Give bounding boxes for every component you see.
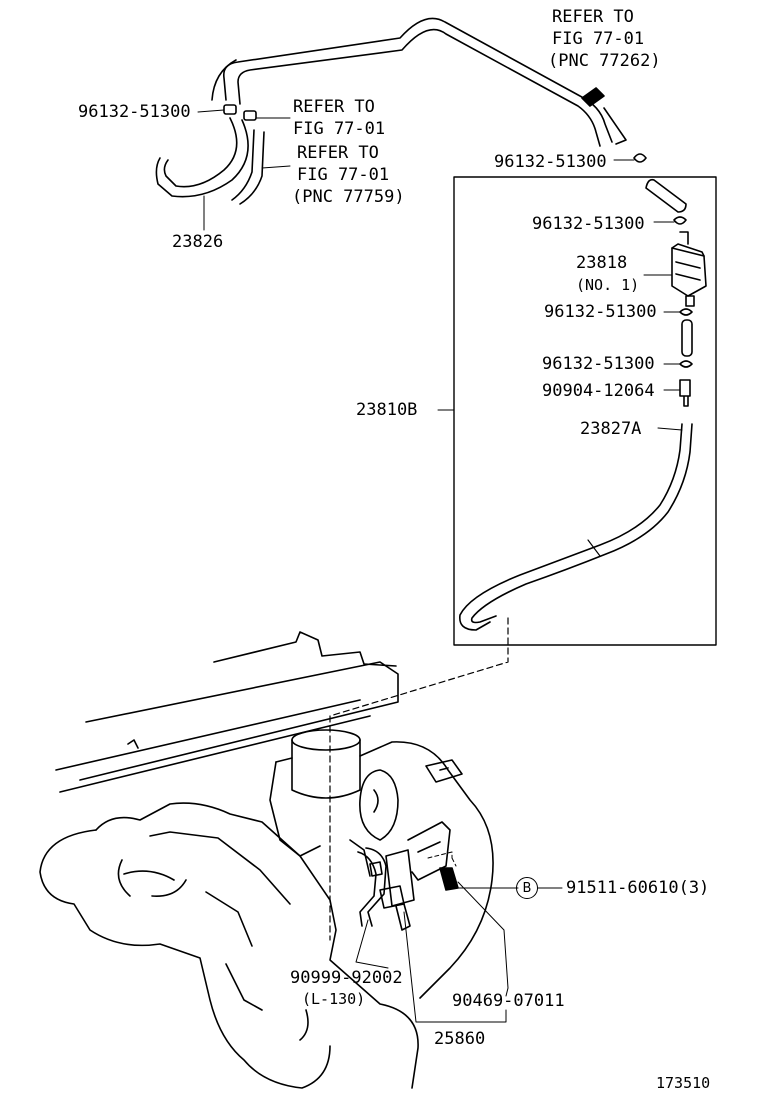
label-valve-23818: 23818 — [576, 253, 628, 273]
figure-number: 173510 — [656, 1074, 711, 1092]
vsv-hoses — [459, 153, 707, 631]
label-assy-23810b: 23810B — [356, 400, 418, 420]
label-clamp-r1: 96132-51300 — [494, 152, 607, 172]
vsv-bracket — [357, 821, 459, 931]
label-clamp-left: 96132-51300 — [78, 102, 191, 122]
label-hose-23826: 23826 — [172, 232, 224, 252]
label-clamp-90999: 90999-92002 — [290, 968, 403, 988]
vacuum-pipes — [211, 17, 627, 147]
label-clamp-90999-length: (L-130) — [302, 990, 366, 1008]
assembly-box-23810b — [453, 176, 717, 646]
bolt-callout-circle: B — [516, 877, 538, 899]
throttle-body — [269, 729, 494, 999]
hose-23826 — [155, 117, 291, 231]
refer-mid-b-line2: FIG 77-01 — [297, 165, 390, 185]
refer-mid-b-line3: (PNC 77759) — [292, 187, 405, 207]
label-clamp-r2: 96132-51300 — [532, 214, 645, 234]
label-hose-23827a: 23827A — [580, 419, 642, 439]
label-clamp-r3: 96132-51300 — [544, 302, 657, 322]
refer-top-line2: FIG 77-01 — [552, 29, 645, 49]
label-clamp-r4: 96132-51300 — [542, 354, 655, 374]
label-part-90904: 90904-12064 — [542, 381, 655, 401]
leader-lines — [355, 851, 563, 1023]
label-part-25860: 25860 — [434, 1029, 486, 1049]
refer-mid-a-line2: FIG 77-01 — [293, 119, 386, 139]
refer-top-line3: (PNC 77262) — [548, 51, 661, 71]
intake-manifold — [39, 802, 419, 1089]
refer-mid-a-line1: REFER TO — [293, 97, 375, 117]
label-valve-no: (NO. 1) — [576, 276, 640, 294]
intake-rails — [55, 631, 399, 793]
dashed-leader — [329, 617, 509, 941]
clamps-left — [197, 104, 291, 121]
label-bolt-91511: 91511-60610(3) — [566, 878, 710, 898]
refer-mid-b-line1: REFER TO — [297, 143, 379, 163]
label-part-90469: 90469-07011 — [452, 991, 565, 1011]
refer-top-line1: REFER TO — [552, 7, 634, 27]
